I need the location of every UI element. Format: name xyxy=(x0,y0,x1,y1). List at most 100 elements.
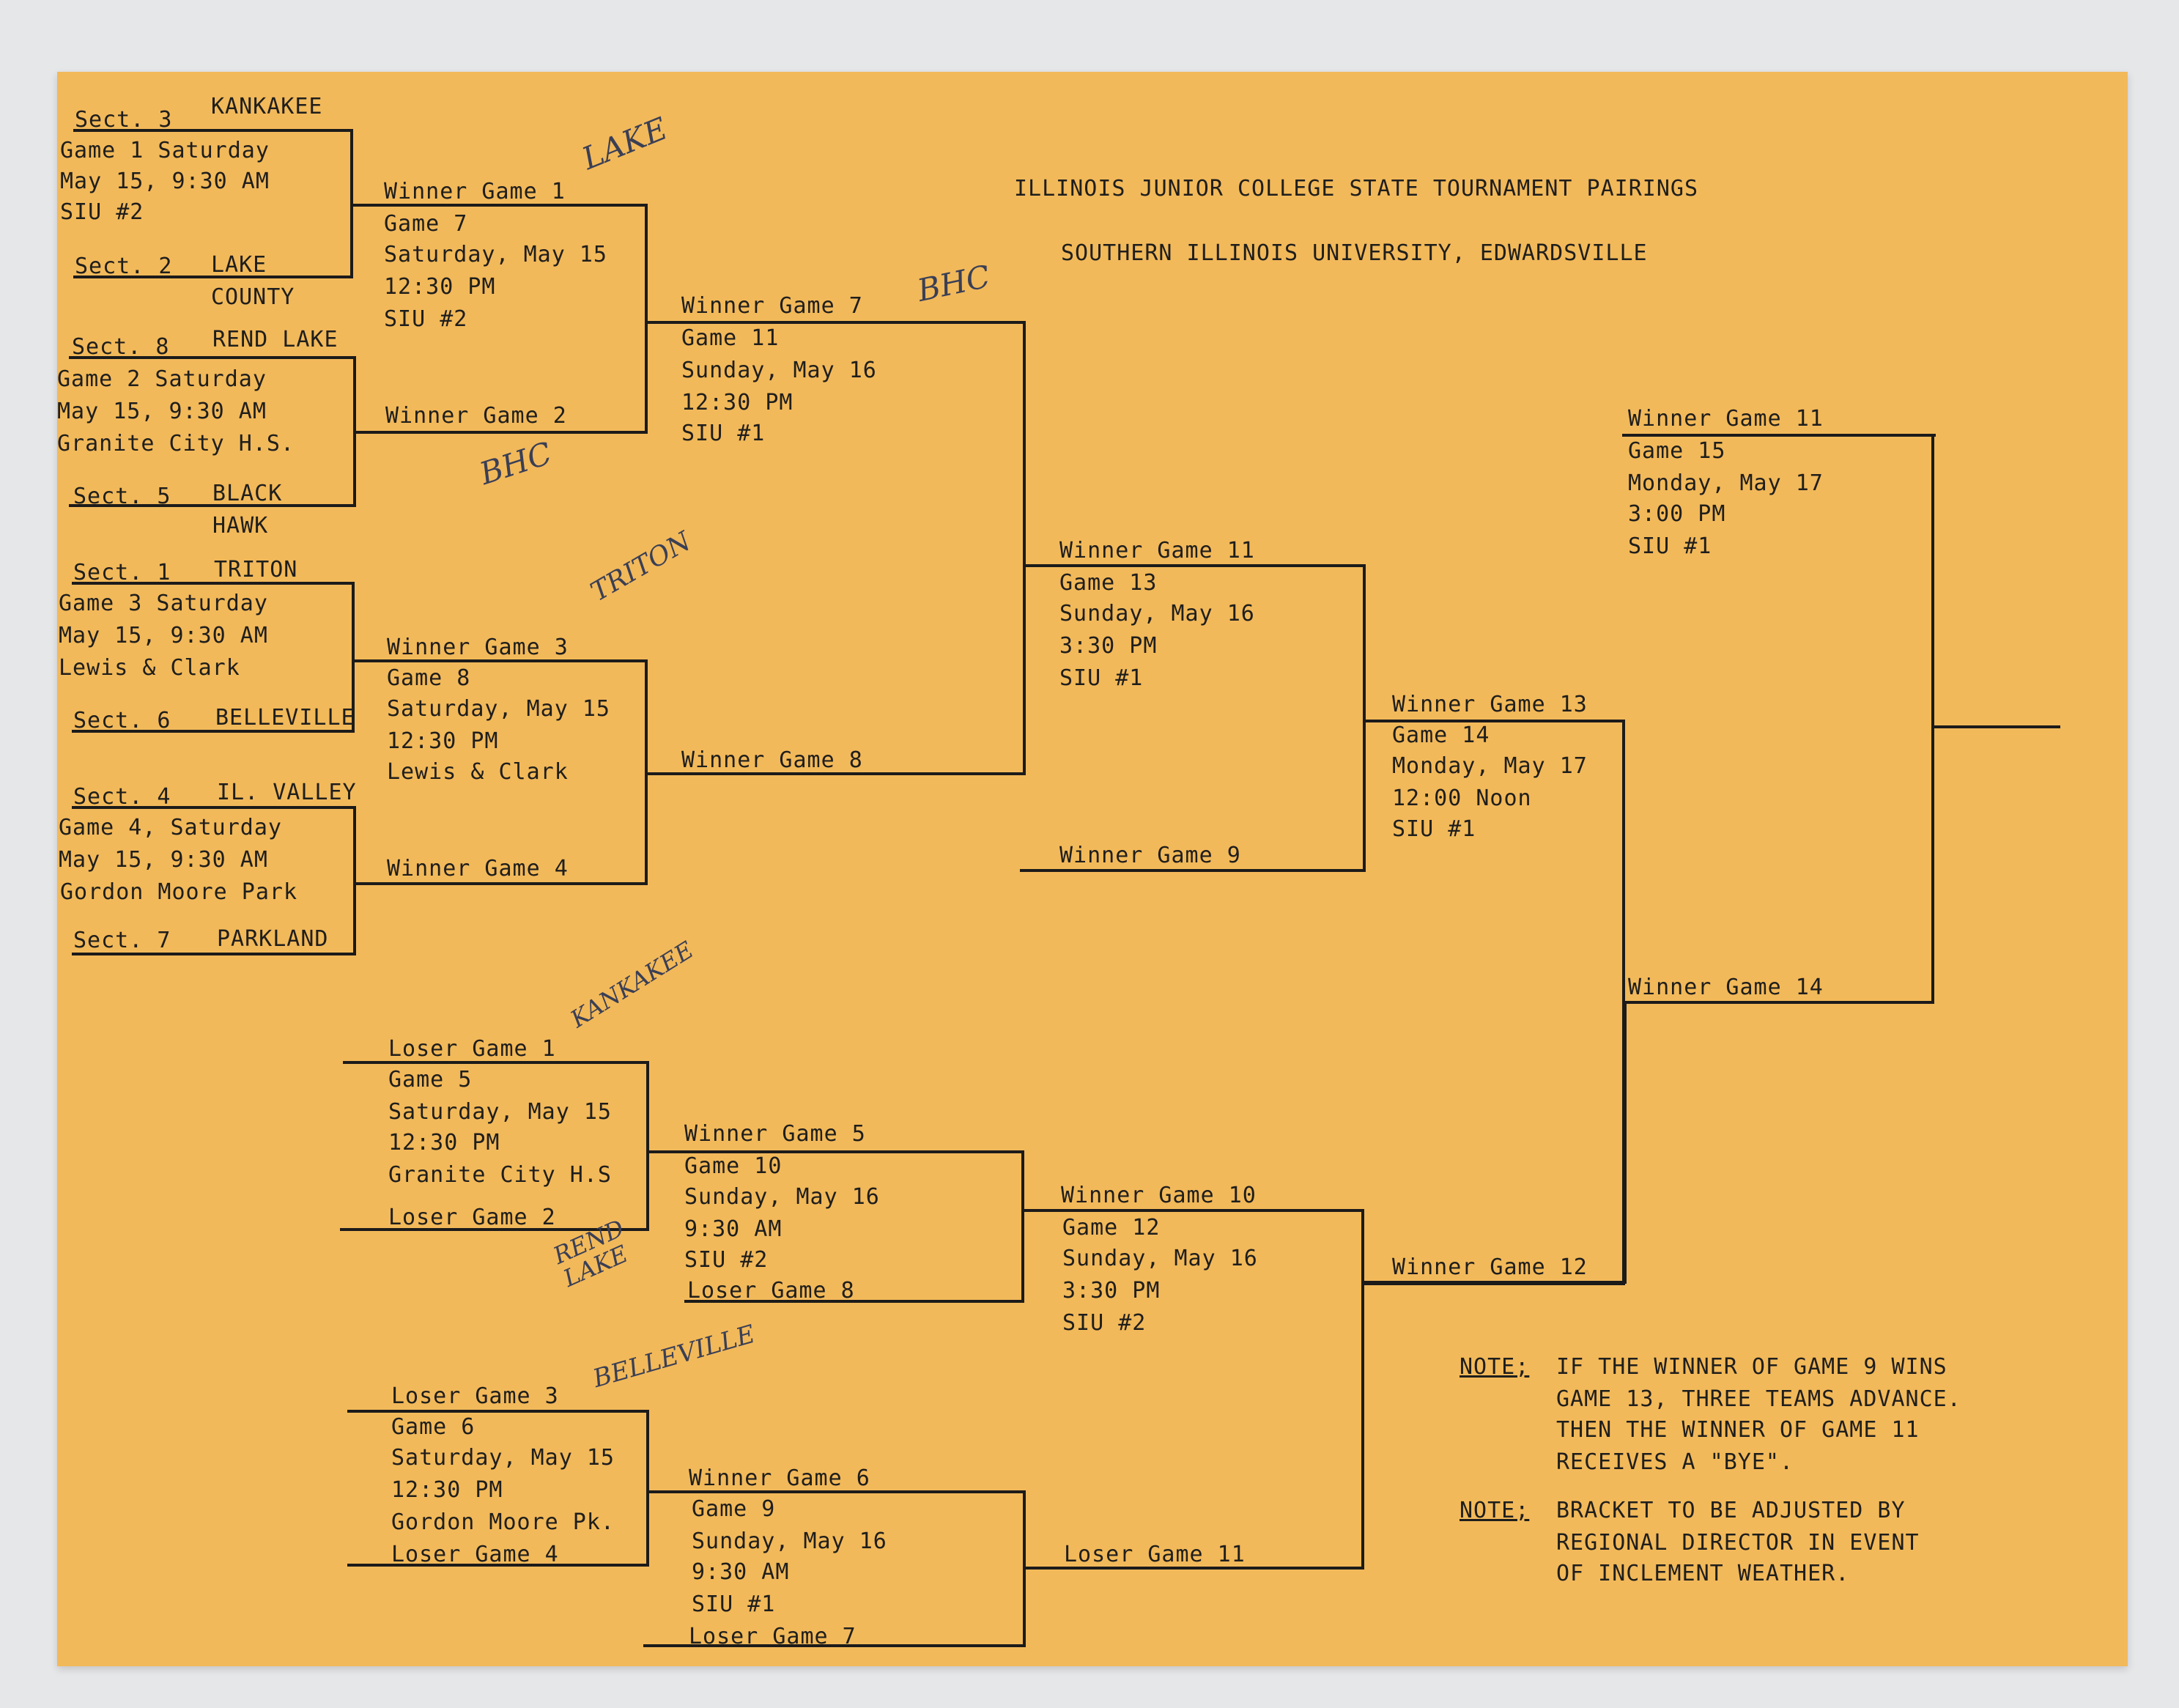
game-time: 3:30 PM xyxy=(1062,1278,1161,1304)
game-time: 9:30 AM xyxy=(684,1216,783,1242)
game-site: SIU #2 xyxy=(1062,1310,1147,1336)
sect-label: Sect. 8 xyxy=(72,334,170,360)
game-site: Granite City H.S. xyxy=(57,431,295,456)
winner-line: Winner Game 7 xyxy=(681,293,863,319)
game-date: Saturday, May 15 xyxy=(384,242,607,267)
game-site: SIU #1 xyxy=(681,421,766,446)
game-date: Saturday, May 15 xyxy=(391,1445,615,1471)
game-time: 12:30 PM xyxy=(388,1130,500,1156)
winner-line: Winner Game 3 xyxy=(387,635,569,660)
game-site: Lewis & Clark xyxy=(59,655,240,681)
note-line: GAME 13, THREE TEAMS ADVANCE. xyxy=(1556,1386,1961,1412)
page-subtitle: SOUTHERN ILLINOIS UNIVERSITY, EDWARDSVIL… xyxy=(1061,240,1648,266)
game-label: Game 14 xyxy=(1392,722,1490,748)
game-label: Game 2 Saturday xyxy=(57,366,267,392)
game-date: May 15, 9:30 AM xyxy=(57,399,267,424)
sect-label: Sect. 1 xyxy=(73,560,171,585)
team-name: BLACK xyxy=(212,481,283,506)
winner-line: Winner Game 1 xyxy=(384,179,566,204)
game-date: Saturday, May 15 xyxy=(387,696,610,722)
winner-line: Winner Game 2 xyxy=(385,403,567,429)
game-site: SIU #1 xyxy=(1628,533,1712,559)
winner-line: Winner Game 4 xyxy=(387,856,569,881)
note-label: NOTE; xyxy=(1460,1354,1530,1380)
game-label: Game 3 Saturday xyxy=(59,591,268,616)
game-date: May 15, 9:30 AM xyxy=(59,847,268,873)
note-line: BRACKET TO BE ADJUSTED BY xyxy=(1556,1498,1906,1523)
sect-label: Sect. 6 xyxy=(73,708,171,733)
game-label: Game 5 xyxy=(388,1067,473,1093)
game-site: SIU #1 xyxy=(1059,665,1144,691)
game-time: 3:00 PM xyxy=(1628,501,1726,527)
team-name: PARKLAND xyxy=(217,926,329,952)
game-time: 12:00 Noon xyxy=(1392,785,1532,811)
game-date: Sunday, May 16 xyxy=(681,358,877,383)
loser-line: Loser Game 2 xyxy=(388,1205,556,1230)
game-site: SIU #2 xyxy=(60,199,144,225)
game-site: SIU #2 xyxy=(384,306,468,332)
game-time: 12:30 PM xyxy=(681,390,793,415)
team-name: KANKAKEE xyxy=(211,94,323,119)
game-date: May 15, 9:30 AM xyxy=(59,623,268,648)
game-date: Sunday, May 16 xyxy=(1062,1246,1258,1271)
game-time: 12:30 PM xyxy=(387,728,499,754)
game-label: Game 9 xyxy=(692,1496,776,1522)
game-time: 9:30 AM xyxy=(692,1559,790,1585)
game-label: Game 12 xyxy=(1062,1215,1161,1241)
game-date: Monday, May 17 xyxy=(1628,470,1824,496)
sect-label: Sect. 4 xyxy=(73,784,171,810)
game-date: Sunday, May 16 xyxy=(684,1184,880,1210)
loser-line: Loser Game 8 xyxy=(687,1278,855,1304)
game-site: Granite City H.S xyxy=(388,1162,612,1188)
winner-line: Winner Game 8 xyxy=(681,747,863,773)
page-title: ILLINOIS JUNIOR COLLEGE STATE TOURNAMENT… xyxy=(1014,176,1699,202)
game-label: Game 13 xyxy=(1059,570,1158,596)
game-label: Game 4, Saturday xyxy=(59,815,282,840)
game-date: Sunday, May 16 xyxy=(692,1528,887,1554)
game-label: Game 8 xyxy=(387,665,471,691)
game-date: Sunday, May 16 xyxy=(1059,601,1255,626)
game-site: Lewis & Clark xyxy=(387,759,569,785)
note-line: THEN THE WINNER OF GAME 11 xyxy=(1556,1417,1920,1443)
game-time: 12:30 PM xyxy=(384,274,496,300)
winner-line: Winner Game 11 xyxy=(1628,406,1824,432)
winner-line: Winner Game 13 xyxy=(1392,692,1588,717)
winner-line: Winner Game 10 xyxy=(1061,1183,1257,1208)
sect-label: Sect. 2 xyxy=(75,254,173,279)
winner-line: Winner Game 14 xyxy=(1628,975,1824,1000)
winner-line: Winner Game 9 xyxy=(1059,843,1241,868)
team-name: TRITON xyxy=(214,557,298,583)
team-name: LAKE xyxy=(211,252,267,278)
game-label: Game 1 Saturday xyxy=(60,138,270,163)
loser-line: Loser Game 11 xyxy=(1064,1542,1246,1567)
loser-line: Loser Game 4 xyxy=(391,1542,559,1567)
note-label: NOTE; xyxy=(1460,1498,1530,1523)
team-name: HAWK xyxy=(212,513,269,539)
sect-label: Sect. 3 xyxy=(75,107,173,133)
loser-line: Loser Game 7 xyxy=(689,1624,857,1649)
game-site: Gordon Moore Park xyxy=(60,879,298,905)
game-site: SIU #1 xyxy=(692,1591,776,1617)
game-label: Game 11 xyxy=(681,325,780,351)
team-name: IL. VALLEY xyxy=(217,780,357,805)
game-label: Game 6 xyxy=(391,1414,476,1440)
loser-line: Loser Game 3 xyxy=(391,1383,559,1409)
game-site: SIU #2 xyxy=(684,1247,769,1273)
note-line: REGIONAL DIRECTOR IN EVENT xyxy=(1556,1530,1920,1556)
game-date: Monday, May 17 xyxy=(1392,753,1588,779)
sect-label: Sect. 7 xyxy=(73,928,171,953)
note-line: RECEIVES A "BYE". xyxy=(1556,1449,1794,1475)
winner-line: Winner Game 5 xyxy=(684,1121,866,1147)
game-label: Game 15 xyxy=(1628,438,1726,464)
winner-line: Winner Game 12 xyxy=(1392,1254,1588,1280)
game-date: Saturday, May 15 xyxy=(388,1099,612,1125)
loser-line: Loser Game 1 xyxy=(388,1036,556,1062)
game-label: Game 10 xyxy=(684,1153,783,1179)
winner-line: Winner Game 6 xyxy=(689,1465,870,1491)
note-line: IF THE WINNER OF GAME 9 WINS xyxy=(1556,1354,1947,1380)
note-line: OF INCLEMENT WEATHER. xyxy=(1556,1561,1850,1586)
team-name: REND LAKE xyxy=(212,327,338,352)
game-label: Game 7 xyxy=(384,211,468,237)
game-site: Gordon Moore Pk. xyxy=(391,1509,615,1535)
